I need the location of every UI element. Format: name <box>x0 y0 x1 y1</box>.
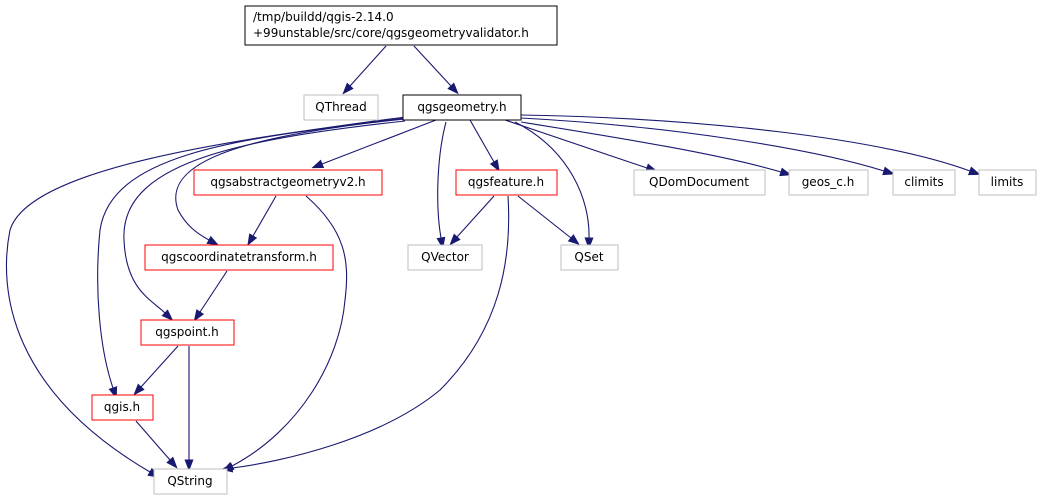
edge-qgsgeometry-to-climits <box>520 117 895 176</box>
arrowhead <box>206 235 220 246</box>
edge-qgsgeometry-to-qset <box>514 121 594 250</box>
node-qgsabstractgeometryv2[interactable]: qgsabstractgeometryv2.h <box>193 169 383 196</box>
edge-qgsabstractgeometryv2-to-qgscoordinatetransform <box>247 195 277 246</box>
arrowhead <box>967 166 981 176</box>
arrowhead <box>489 159 500 172</box>
node-qgsgeometry[interactable]: qgsgeometry.h <box>402 94 522 121</box>
arrowhead <box>779 167 792 177</box>
edge-root-to-qgsgeometry <box>413 45 459 95</box>
edges-layer <box>5 45 981 478</box>
edge-qgspoint-to-qgis <box>133 345 179 396</box>
arrowhead <box>193 309 205 322</box>
svg-text:limits: limits <box>991 175 1024 189</box>
svg-text:QDomDocument: QDomDocument <box>649 175 749 189</box>
edge-qgsgeometry-to-qvector <box>436 121 447 250</box>
svg-text:qgsfeature.h: qgsfeature.h <box>468 175 544 189</box>
edge-qgsgeometry-to-qgscoordinatetransform <box>175 118 406 246</box>
arrowhead <box>449 233 461 246</box>
svg-text:geos_c.h: geos_c.h <box>802 175 855 189</box>
node-qgspoint[interactable]: qgspoint.h <box>140 319 235 346</box>
svg-text:climits: climits <box>904 175 943 189</box>
arrowhead <box>567 234 580 246</box>
node-climits[interactable]: climits <box>892 169 956 196</box>
arrowhead <box>882 166 895 176</box>
edge-qgsfeature-to-qvector <box>449 195 495 246</box>
edge-qgsabstractgeometryv2-to-qstring <box>221 195 348 472</box>
edge-qgis-to-qstring <box>135 420 178 469</box>
svg-text:QVector: QVector <box>421 250 469 264</box>
arrowhead <box>342 82 354 95</box>
edge-qgsfeature-to-qstring <box>220 195 510 473</box>
edge-qgspoint-to-qstring <box>184 346 194 472</box>
edge-root-to-qthread <box>342 45 387 95</box>
svg-text:QSet: QSet <box>574 250 603 264</box>
edge-qgsgeometry-to-qgsabstractgeometryv2 <box>311 119 437 169</box>
arrowhead <box>166 456 178 469</box>
svg-text:+99unstable/src/core/qgsgeomet: +99unstable/src/core/qgsgeometryvalidato… <box>253 26 529 40</box>
svg-text:/tmp/buildd/qgis-2.14.0: /tmp/buildd/qgis-2.14.0 <box>253 10 394 24</box>
arrowhead <box>584 237 594 250</box>
node-qstring[interactable]: QString <box>153 468 228 495</box>
arrowhead <box>311 159 325 169</box>
arrowhead <box>161 309 174 321</box>
edge-qgsgeometry-to-qgsfeature <box>469 119 500 172</box>
node-qgscoordinatetransform[interactable]: qgscoordinatetransform.h <box>144 244 334 271</box>
arrowhead <box>447 82 459 95</box>
edge-qgscoordinatetransform-to-qgspoint <box>193 270 228 322</box>
node-qset[interactable]: QSet <box>560 244 619 271</box>
node-qgsfeature[interactable]: qgsfeature.h <box>455 169 558 196</box>
svg-text:qgis.h: qgis.h <box>104 400 140 414</box>
edge-qgsfeature-to-qset <box>517 195 580 246</box>
node-geos-c[interactable]: geos_c.h <box>788 169 869 196</box>
node-limits[interactable]: limits <box>978 169 1037 196</box>
svg-text:QString: QString <box>167 474 212 488</box>
arrowhead <box>133 383 145 396</box>
node-qgis[interactable]: qgis.h <box>91 394 154 421</box>
svg-text:qgscoordinatetransform.h: qgscoordinatetransform.h <box>161 250 317 264</box>
svg-text:QThread: QThread <box>315 100 366 114</box>
arrowhead <box>184 459 194 472</box>
arrowhead <box>247 233 258 246</box>
edge-qgsgeometry-to-qgspoint <box>123 120 406 321</box>
edge-qgsgeometry-to-geos_c <box>520 121 792 177</box>
svg-text:qgsabstractgeometryv2.h: qgsabstractgeometryv2.h <box>210 175 365 189</box>
node-qvector[interactable]: QVector <box>407 244 483 271</box>
node-qdomdocument[interactable]: QDomDocument <box>633 169 766 196</box>
edge-qgsgeometry-to-qdomdocument <box>504 119 658 173</box>
svg-text:qgspoint.h: qgspoint.h <box>155 325 219 339</box>
node-qgsgeometryvalidator[interactable]: /tmp/buildd/qgis-2.14.0 +99unstable/src/… <box>244 5 558 46</box>
svg-text:qgsgeometry.h: qgsgeometry.h <box>417 100 506 114</box>
edge-qgsgeometry-to-limits <box>520 114 981 176</box>
node-qthread[interactable]: QThread <box>303 94 379 121</box>
